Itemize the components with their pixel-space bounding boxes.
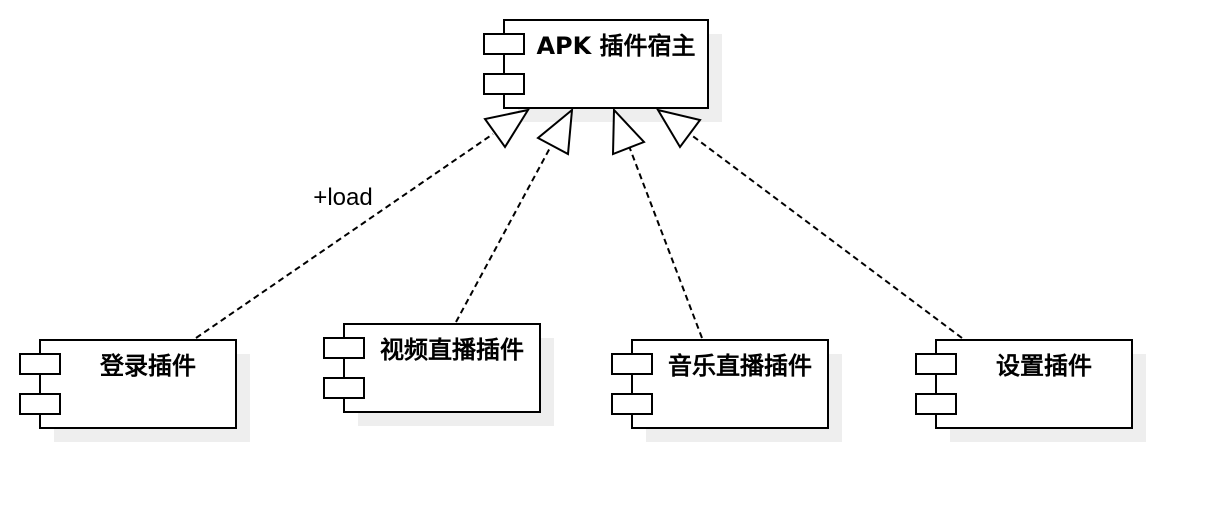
plugin-port-bottom-icon [611,393,653,415]
host-box [503,19,709,109]
plugin-component-settings[interactable]: 设置插件 [915,339,1146,442]
plugin-port-top-icon [19,353,61,375]
plugin-title: 视频直播插件 [380,336,524,364]
edge-line [689,133,963,339]
plugin-port-top-icon [611,353,653,375]
host-component[interactable]: APK 插件宿主 [483,19,722,122]
plugin-title: 设置插件 [996,352,1092,380]
hollow-triangle-arrow-icon [611,107,646,156]
edge-line [455,145,552,323]
edge-settings-to-host[interactable] [655,108,963,339]
plugin-component-music-live[interactable]: 音乐直播插件 [611,339,842,442]
plugin-title: 登录插件 [99,352,196,380]
plugin-title: 音乐直播插件 [668,352,812,380]
host-port-top-icon [483,33,525,55]
plugin-port-bottom-icon [915,393,957,415]
plugin-port-bottom-icon [19,393,61,415]
plugin-port-top-icon [915,353,957,375]
edge-login-to-host[interactable]: +load [195,108,531,339]
edge-music-to-host[interactable] [611,107,703,339]
plugin-box [343,323,541,413]
plugin-component-login[interactable]: 登录插件 [19,339,250,442]
plugin-box [39,339,237,429]
plugin-box [631,339,829,429]
hollow-triangle-arrow-icon [483,108,531,149]
edge-label: +load [313,184,372,211]
plugin-box [935,339,1133,429]
hollow-triangle-arrow-icon [655,108,702,149]
host-port-bottom-icon [483,73,525,95]
plugin-port-bottom-icon [323,377,365,399]
edge-line [628,145,703,339]
host-title: APK 插件宿主 [536,32,695,60]
hollow-triangle-arrow-icon [536,107,574,156]
plugin-component-video-live[interactable]: 视频直播插件 [323,323,554,426]
edge-video-to-host[interactable] [455,107,574,323]
plugin-port-top-icon [323,337,365,359]
edge-line [195,133,494,339]
